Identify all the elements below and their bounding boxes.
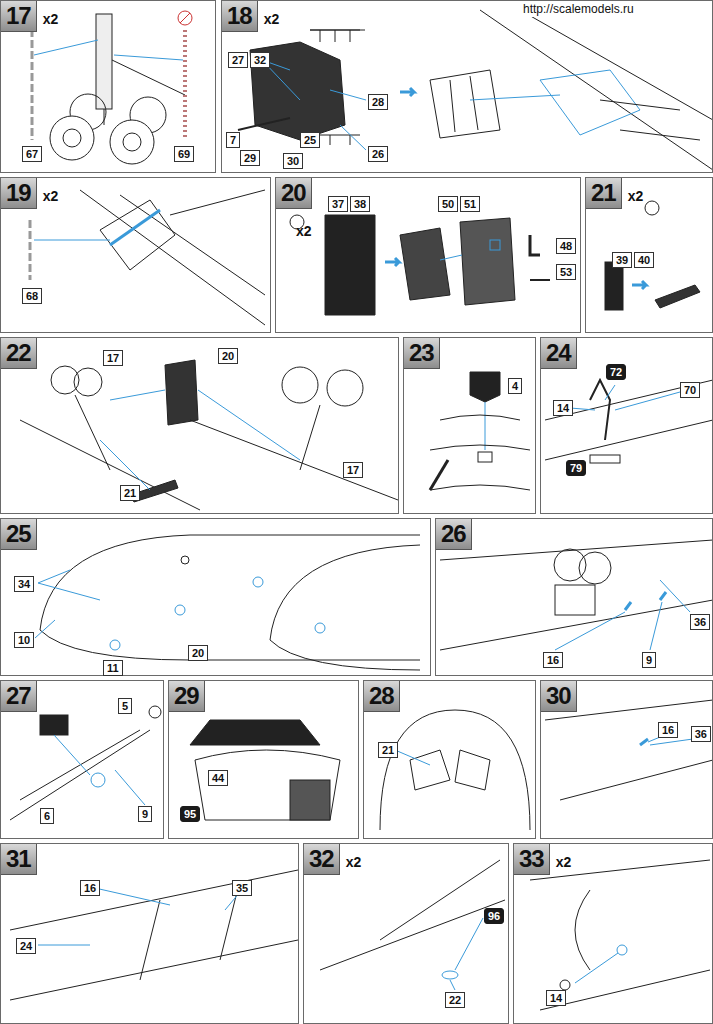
callout-number: 34 (14, 576, 34, 592)
callout-number: 36 (690, 614, 710, 630)
callout-number: 14 (546, 990, 566, 1006)
step-panel: 20 x2 (275, 177, 581, 333)
callout-number: 4 (508, 378, 522, 394)
step-number: 28 (364, 681, 400, 712)
step-panel: 30 (540, 680, 713, 839)
quantity: x2 (628, 188, 644, 204)
step-number: 18 (222, 1, 258, 32)
step-number: 27 (1, 681, 37, 712)
step-number: 24 (541, 338, 577, 369)
callout-number: 21 (378, 742, 398, 758)
callout-number: 40 (634, 252, 654, 268)
callout-number: 96 (484, 908, 504, 924)
step-panel: 24 (540, 337, 713, 514)
quantity: x2 (296, 223, 312, 239)
callout-number: 53 (556, 264, 576, 280)
callout-number: 14 (553, 400, 573, 416)
callout-number: 9 (138, 806, 152, 822)
callout-number: 21 (120, 485, 140, 501)
step-number: 21 (586, 178, 622, 209)
callout-number: 16 (80, 880, 100, 896)
callout-number: 17 (103, 350, 123, 366)
quantity: x2 (264, 11, 280, 27)
callout-number: 6 (40, 808, 54, 824)
step-panel: 19 x2 (0, 177, 271, 333)
callout-number: 36 (691, 726, 711, 742)
callout-number: 37 (328, 196, 348, 212)
step-number: 30 (541, 681, 577, 712)
step-panel: 25 (0, 518, 431, 676)
callout-number: 9 (642, 652, 656, 668)
callout-number: 79 (566, 460, 586, 476)
step-number: 33 (514, 844, 550, 875)
callout-number: 16 (543, 652, 563, 668)
callout-number: 10 (14, 632, 34, 648)
quantity: x2 (346, 854, 362, 870)
callout-number: 16 (658, 722, 678, 738)
callout-number: 67 (22, 146, 42, 162)
callout-number: 50 (438, 196, 458, 212)
step-panel: 18 x2 (221, 0, 713, 173)
callout-number: 69 (174, 146, 194, 162)
callout-number: 27 (228, 52, 248, 68)
callout-number: 39 (612, 252, 632, 268)
callout-number: 11 (103, 660, 123, 676)
step-panel: 22 (0, 337, 399, 514)
callout-number: 25 (300, 132, 320, 148)
callout-number: 29 (240, 150, 260, 166)
callout-number: 7 (226, 132, 240, 148)
quantity: x2 (43, 11, 59, 27)
step-number: 26 (436, 519, 472, 550)
callout-number: 30 (283, 153, 303, 169)
step-panel: 26 (435, 518, 713, 676)
callout-number: 24 (16, 938, 36, 954)
callout-number: 68 (22, 288, 42, 304)
step-number: 32 (304, 844, 340, 875)
callout-number: 5 (118, 698, 132, 714)
step-number: 23 (404, 338, 440, 369)
callout-number: 72 (606, 364, 626, 380)
quantity: x2 (43, 188, 59, 204)
step-number: 19 (1, 178, 37, 209)
step-panel: 23 (403, 337, 536, 514)
callout-number: 20 (188, 645, 208, 661)
step-number: 22 (1, 338, 37, 369)
step-panel: 31 (0, 843, 299, 1024)
callout-number: 35 (232, 880, 252, 896)
step-number: 20 (276, 178, 312, 209)
step-panel: 32 x2 (303, 843, 509, 1024)
quantity: x2 (556, 854, 572, 870)
callout-number: 38 (350, 196, 370, 212)
step-number: 17 (1, 1, 37, 32)
watermark: http://scalemodels.ru (520, 1, 637, 17)
callout-number: 32 (250, 52, 270, 68)
callout-number: 26 (368, 146, 388, 162)
step-number: 25 (1, 519, 37, 550)
callout-number: 48 (556, 238, 576, 254)
callout-number: 44 (208, 770, 228, 786)
callout-number: 28 (368, 94, 388, 110)
callout-number: 20 (218, 348, 238, 364)
callout-number: 70 (680, 382, 700, 398)
step-number: 29 (169, 681, 205, 712)
callout-number: 17 (343, 462, 363, 478)
step-number: 31 (1, 844, 37, 875)
step-panel: 33 x2 (513, 843, 713, 1024)
step-panel: 28 (363, 680, 536, 839)
callout-number: 95 (180, 806, 200, 822)
callout-number: 22 (445, 992, 465, 1008)
callout-number: 51 (460, 196, 480, 212)
